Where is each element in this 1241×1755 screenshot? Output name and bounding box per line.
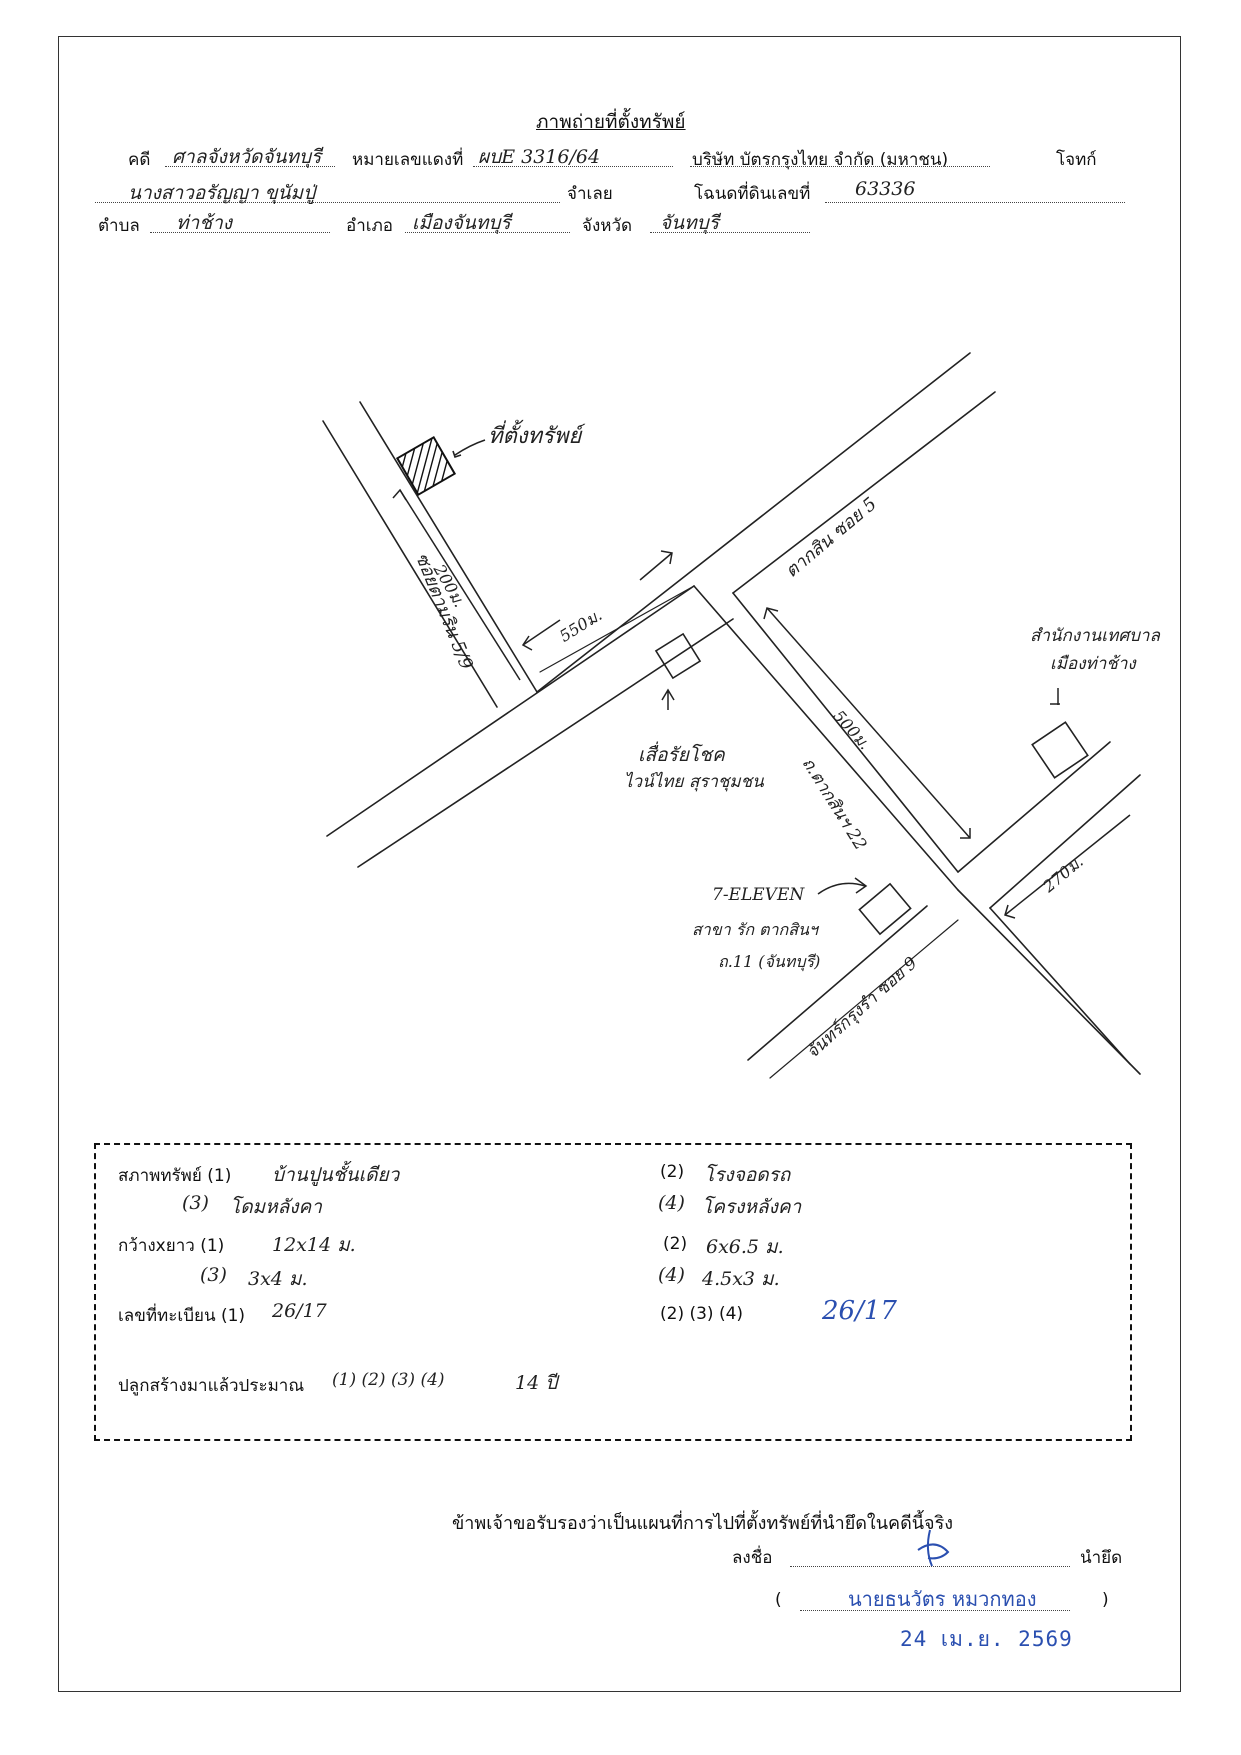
court-line bbox=[165, 166, 335, 167]
route-arrows bbox=[392, 488, 1131, 919]
condition-1: บ้านปูนชั้นเดียว bbox=[272, 1164, 400, 1186]
stamped-date: 24 เม.ย. 2569 bbox=[900, 1627, 1073, 1651]
shop-label: เสื่อรัยโชค bbox=[638, 744, 725, 766]
road-soi-5-inner-edge bbox=[539, 585, 695, 673]
subdistrict-label: ตำบล bbox=[98, 216, 140, 236]
seven-eleven-arrowhead bbox=[854, 877, 868, 894]
size-2: 6x6.5 ม. bbox=[706, 1236, 784, 1258]
size-4-label: (4) bbox=[658, 1264, 685, 1286]
road-soi-9-edge-2 bbox=[769, 919, 959, 1079]
seven-eleven-arrow bbox=[817, 882, 866, 895]
shop-building bbox=[654, 632, 702, 680]
road-22-west-edge bbox=[693, 585, 959, 891]
property-marker bbox=[395, 435, 457, 497]
red-number-value: ผบE 3316/64 bbox=[478, 146, 601, 168]
role-label: นำยึด bbox=[1080, 1548, 1123, 1568]
age-value: 14 ปี bbox=[515, 1372, 558, 1394]
size-2-label: (2) bbox=[663, 1234, 688, 1254]
size-1: 12x14 ม. bbox=[272, 1234, 356, 1256]
road-soi-5-north-edge bbox=[536, 352, 971, 693]
registration-1: 26/17 bbox=[272, 1300, 327, 1322]
registration-label: เลขที่ทะเบียน (1) bbox=[118, 1306, 246, 1326]
document-title: ภาพถ่ายที่ตั้งทรัพย์ bbox=[536, 111, 686, 133]
property-pointer-arrow bbox=[454, 439, 486, 456]
plaintiff-company: บริษัท บัตรกรุงไทย จำกัด (มหาชน) bbox=[692, 150, 949, 170]
province-value: จันทบุรี bbox=[660, 212, 719, 234]
condition-label: สภาพทรัพย์ (1) bbox=[118, 1166, 232, 1186]
sign-label: ลงชื่อ bbox=[732, 1548, 773, 1568]
plaintiff-line bbox=[690, 166, 990, 167]
condition-4: โครงหลังคา bbox=[702, 1196, 802, 1218]
deed-line bbox=[825, 202, 1125, 203]
age-label: ปลูกสร้างมาแล้วประมาณ bbox=[118, 1376, 305, 1396]
district-label: อำเภอ bbox=[346, 216, 393, 236]
page-frame bbox=[58, 36, 1181, 1692]
condition-4-label: (4) bbox=[658, 1192, 685, 1214]
road-22-continuation-north bbox=[957, 889, 1141, 1075]
seven-eleven-label-2: สาขา รัก ตากสินฯ bbox=[692, 920, 818, 939]
condition-2-label: (2) bbox=[660, 1162, 685, 1182]
road-270-north-edge bbox=[957, 741, 1111, 873]
province-line bbox=[650, 232, 810, 233]
size-label: กว้างxยาว (1) bbox=[118, 1236, 225, 1256]
defendant-line bbox=[95, 202, 560, 203]
stamped-name: นายธนวัตร หมวกทอง bbox=[848, 1587, 1037, 1611]
office-arrow bbox=[1050, 688, 1060, 705]
road-270-south-edge bbox=[989, 774, 1141, 909]
size-3: 3x4 ม. bbox=[248, 1268, 308, 1290]
road-main-upper-edge bbox=[326, 585, 695, 837]
road-soi-9-edge bbox=[747, 905, 928, 1061]
name-line bbox=[800, 1610, 1070, 1611]
property-pointer-arrowhead bbox=[452, 450, 462, 459]
province-label: จังหวัด bbox=[582, 216, 633, 236]
office-label: สำนักงานเทศบาล bbox=[1030, 626, 1160, 646]
condition-2: โรงจอดรถ bbox=[704, 1164, 791, 1186]
condition-3: โดมหลังคา bbox=[230, 1196, 322, 1218]
paren-open: ( bbox=[775, 1590, 782, 1610]
red-number-line bbox=[473, 166, 673, 167]
certification-statement: ข้าพเจ้าขอรับรองว่าเป็นแผนที่การไปที่ตั้… bbox=[452, 1513, 954, 1534]
red-number-label: หมายเลขแดงที่ bbox=[352, 150, 464, 170]
paren-close: ) bbox=[1102, 1590, 1109, 1610]
district-line bbox=[405, 232, 570, 233]
seven-eleven-label: 7-ELEVEN bbox=[712, 885, 805, 905]
defendant-label: จำเลย bbox=[567, 184, 613, 204]
age-items: (1) (2) (3) (4) bbox=[332, 1370, 445, 1390]
deed-number: 63336 bbox=[855, 178, 916, 200]
road-soi-5-9-west-edge bbox=[322, 420, 498, 708]
defendant-name: นางสาวอรัญญา ขุนัมปู่ bbox=[128, 182, 316, 204]
road-main-lower-edge bbox=[357, 618, 734, 868]
shop-label-2: ไวน์ไทย สุราชุมชน bbox=[624, 772, 764, 792]
signature-line bbox=[790, 1566, 1070, 1567]
size-4: 4.5x3 ม. bbox=[702, 1268, 780, 1290]
road-22-continuation-south bbox=[989, 907, 1131, 1065]
district-value: เมืองจันทบุรี bbox=[412, 212, 511, 234]
property-label: ที่ตั้งทรัพย์ bbox=[488, 424, 582, 449]
plaintiff-label: โจทก์ bbox=[1056, 150, 1097, 170]
seven-eleven-label-3: ถ.11 (จันทบุรี) bbox=[718, 952, 821, 971]
deed-label: โฉนดที่ดินเลขที่ bbox=[694, 184, 811, 204]
road-soi-5-south-edge bbox=[732, 391, 996, 594]
case-label: คดี bbox=[128, 150, 151, 170]
registration-234-label: (2) (3) (4) bbox=[660, 1304, 744, 1324]
registration-234: 26/17 bbox=[822, 1296, 897, 1326]
court-value: ศาลจังหวัดจันทบุรี bbox=[172, 146, 322, 168]
shop-arrow bbox=[661, 688, 675, 710]
size-3-label: (3) bbox=[200, 1264, 227, 1286]
property-details-box bbox=[94, 1143, 1132, 1441]
subdistrict-value: ท่าช้าง bbox=[176, 212, 233, 234]
road-soi-5-9-east-edge bbox=[359, 401, 538, 693]
office-label-2: เมืองท่าช้าง bbox=[1050, 654, 1136, 674]
condition-3-label: (3) bbox=[182, 1192, 209, 1214]
road-22-east-edge bbox=[732, 592, 959, 873]
office-building bbox=[1031, 721, 1089, 779]
seven-eleven-building bbox=[858, 882, 912, 936]
subdistrict-line bbox=[150, 232, 330, 233]
